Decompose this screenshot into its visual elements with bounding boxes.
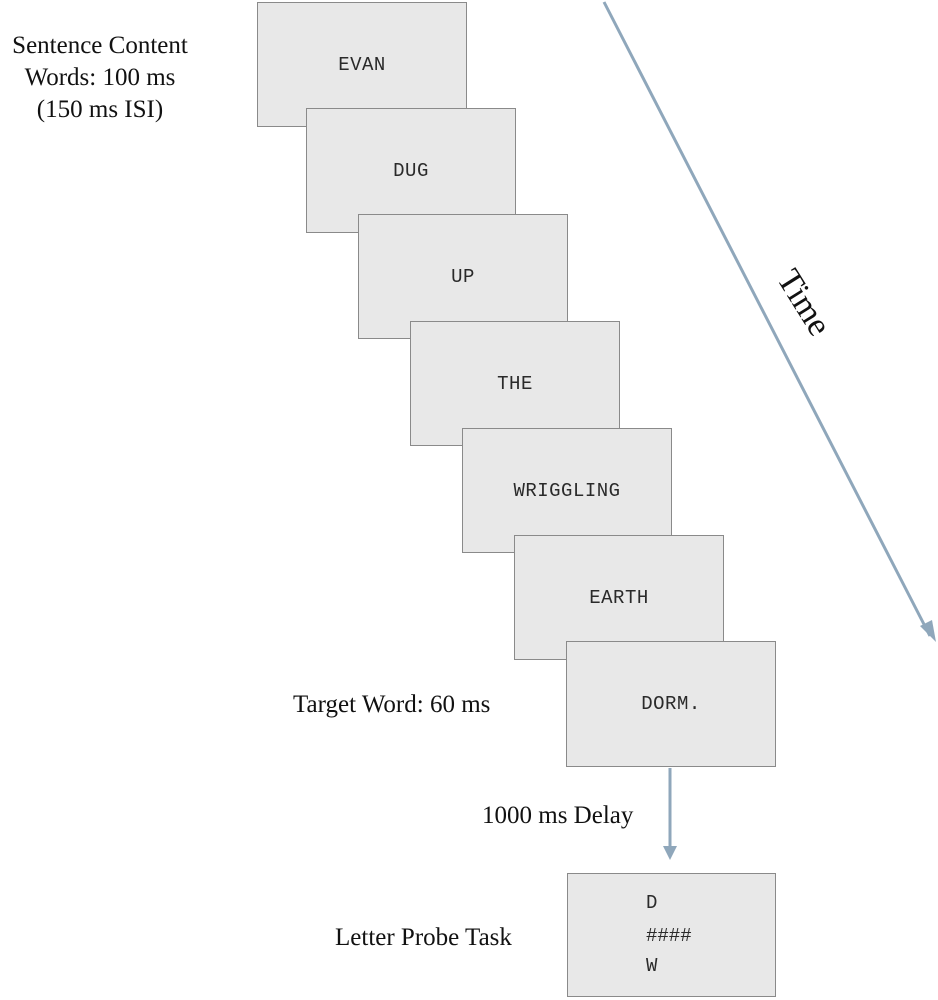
- word-text: EVAN: [338, 53, 386, 76]
- word-text: WRIGGLING: [513, 479, 621, 502]
- probe-mask: ####: [646, 925, 692, 947]
- time-arrow: [602, 1, 932, 637]
- time-arrow-head: [920, 620, 936, 642]
- word-frame-target: DORM.: [566, 641, 776, 767]
- probe-frame: D #### W: [567, 873, 776, 997]
- probe-task-label: Letter Probe Task: [335, 924, 512, 951]
- probe-letter-bottom: W: [646, 955, 658, 977]
- word-text: UP: [451, 265, 475, 288]
- word-text: EARTH: [589, 586, 649, 609]
- sentence-content-label: Sentence Content Words: 100 ms (150 ms I…: [0, 30, 200, 126]
- word-frame-earth: EARTH: [514, 535, 724, 660]
- probe-letter-top: D: [646, 892, 658, 914]
- sentence-content-line2: Words: 100 ms: [24, 64, 176, 91]
- sentence-content-line1: Sentence Content: [12, 32, 188, 59]
- sentence-content-line3: (150 ms ISI): [36, 96, 164, 123]
- delay-arrow-head: [663, 846, 677, 860]
- word-frame-evan: EVAN: [257, 2, 467, 127]
- word-text: DUG: [393, 159, 429, 182]
- word-frame-wriggling: WRIGGLING: [462, 428, 672, 553]
- delay-label: 1000 ms Delay: [482, 802, 634, 829]
- word-text: DORM.: [641, 693, 701, 715]
- word-frame-dug: DUG: [306, 108, 516, 233]
- target-word-label: Target Word: 60 ms: [293, 691, 491, 718]
- word-text: THE: [497, 372, 533, 395]
